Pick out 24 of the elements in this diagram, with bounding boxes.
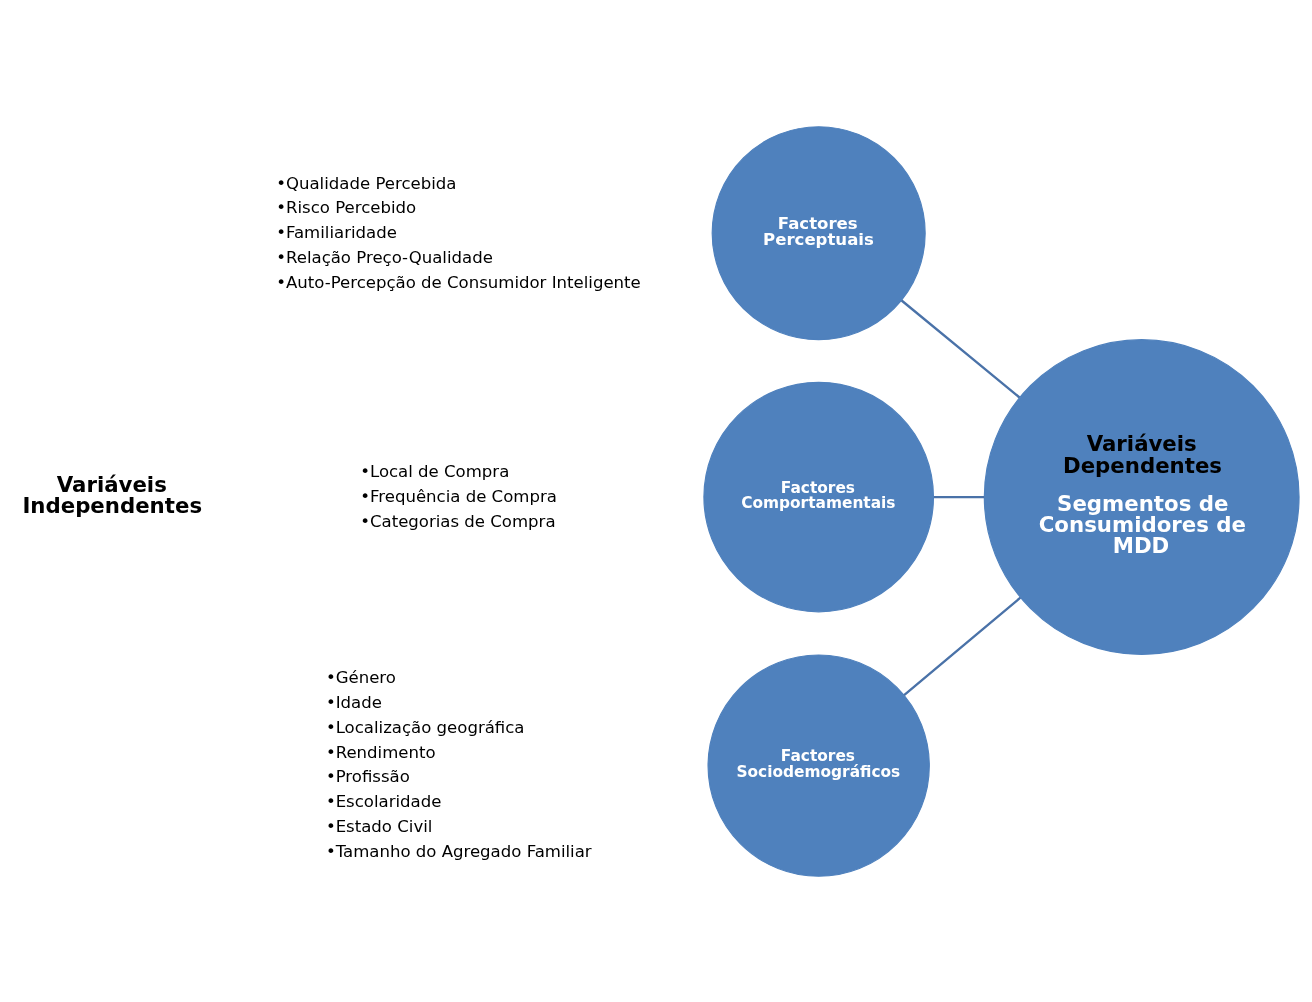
connector [900, 299, 1021, 398]
label: •Rendimento [325, 742, 436, 762]
label: •Local de Compra [360, 461, 510, 481]
label: •Profissão [325, 766, 410, 786]
label: •Tamanho do Agregado Familiar [325, 841, 592, 861]
connector [933, 495, 985, 498]
label: •Familiaridade [276, 222, 397, 242]
label: Variáveis Independentes [22, 471, 203, 518]
connector [903, 596, 1022, 696]
label: •Qualidade Percebida [276, 172, 457, 192]
label: •Escolaridade [325, 791, 442, 811]
label: •Localização geográfica [325, 717, 525, 737]
label: •Categorias de Compra [360, 511, 556, 531]
label: •Relação Preço-Qualidade [276, 247, 493, 267]
label: •Estado Civil [325, 816, 433, 836]
node-circle: Factores Comportamentais [703, 381, 935, 612]
label: •Risco Percebido [276, 197, 417, 217]
label: •Idade [325, 692, 382, 712]
label: •Género [325, 667, 396, 687]
node-circle: Factores Sociodemográficos [707, 653, 930, 877]
label: •Auto-Percepção de Consumidor Inteligente [276, 272, 641, 292]
node-circle: Factores Perceptuais [711, 125, 926, 340]
node-circle: Variáveis Dependentes Segmentos de Consumidores de MDD [983, 338, 1300, 655]
label: •Frequência de Compra [360, 486, 557, 506]
